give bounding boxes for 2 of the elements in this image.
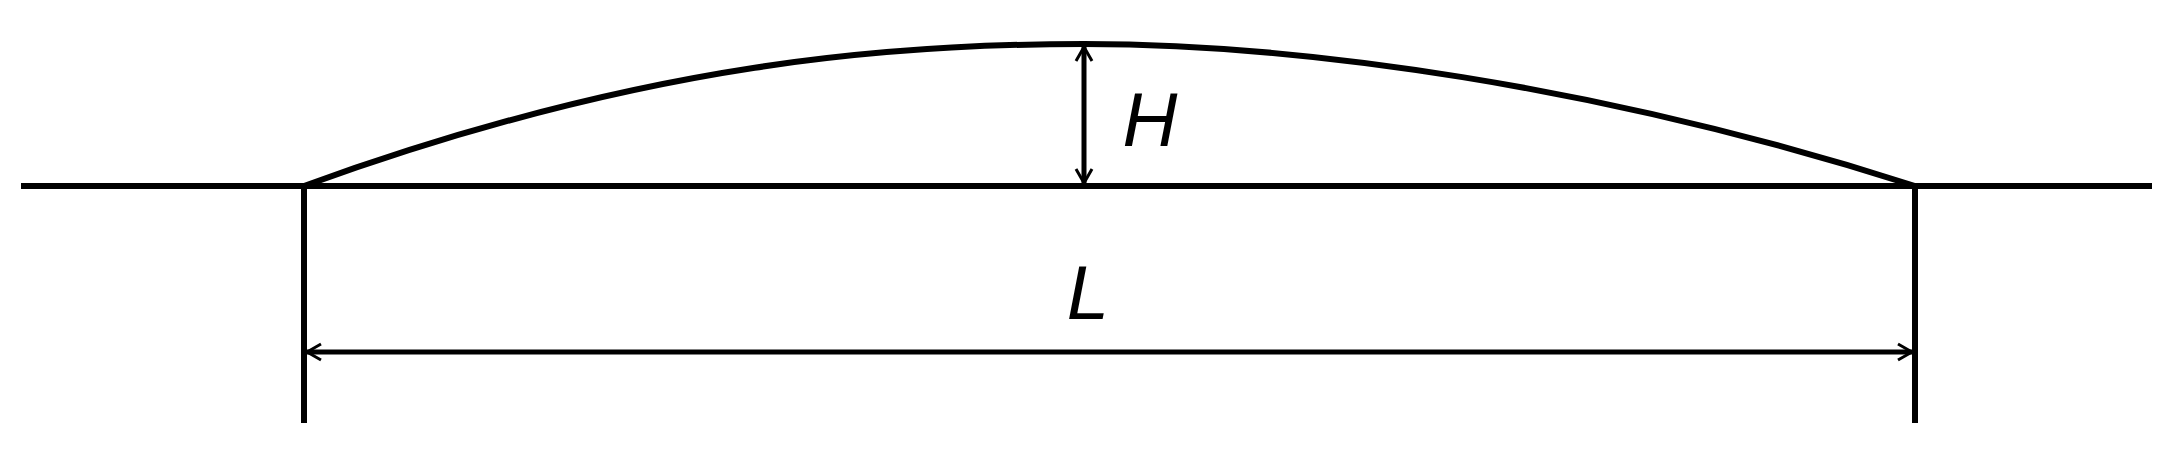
dimension-label: L xyxy=(1066,255,1110,331)
dimension-label: H xyxy=(1122,82,1178,158)
